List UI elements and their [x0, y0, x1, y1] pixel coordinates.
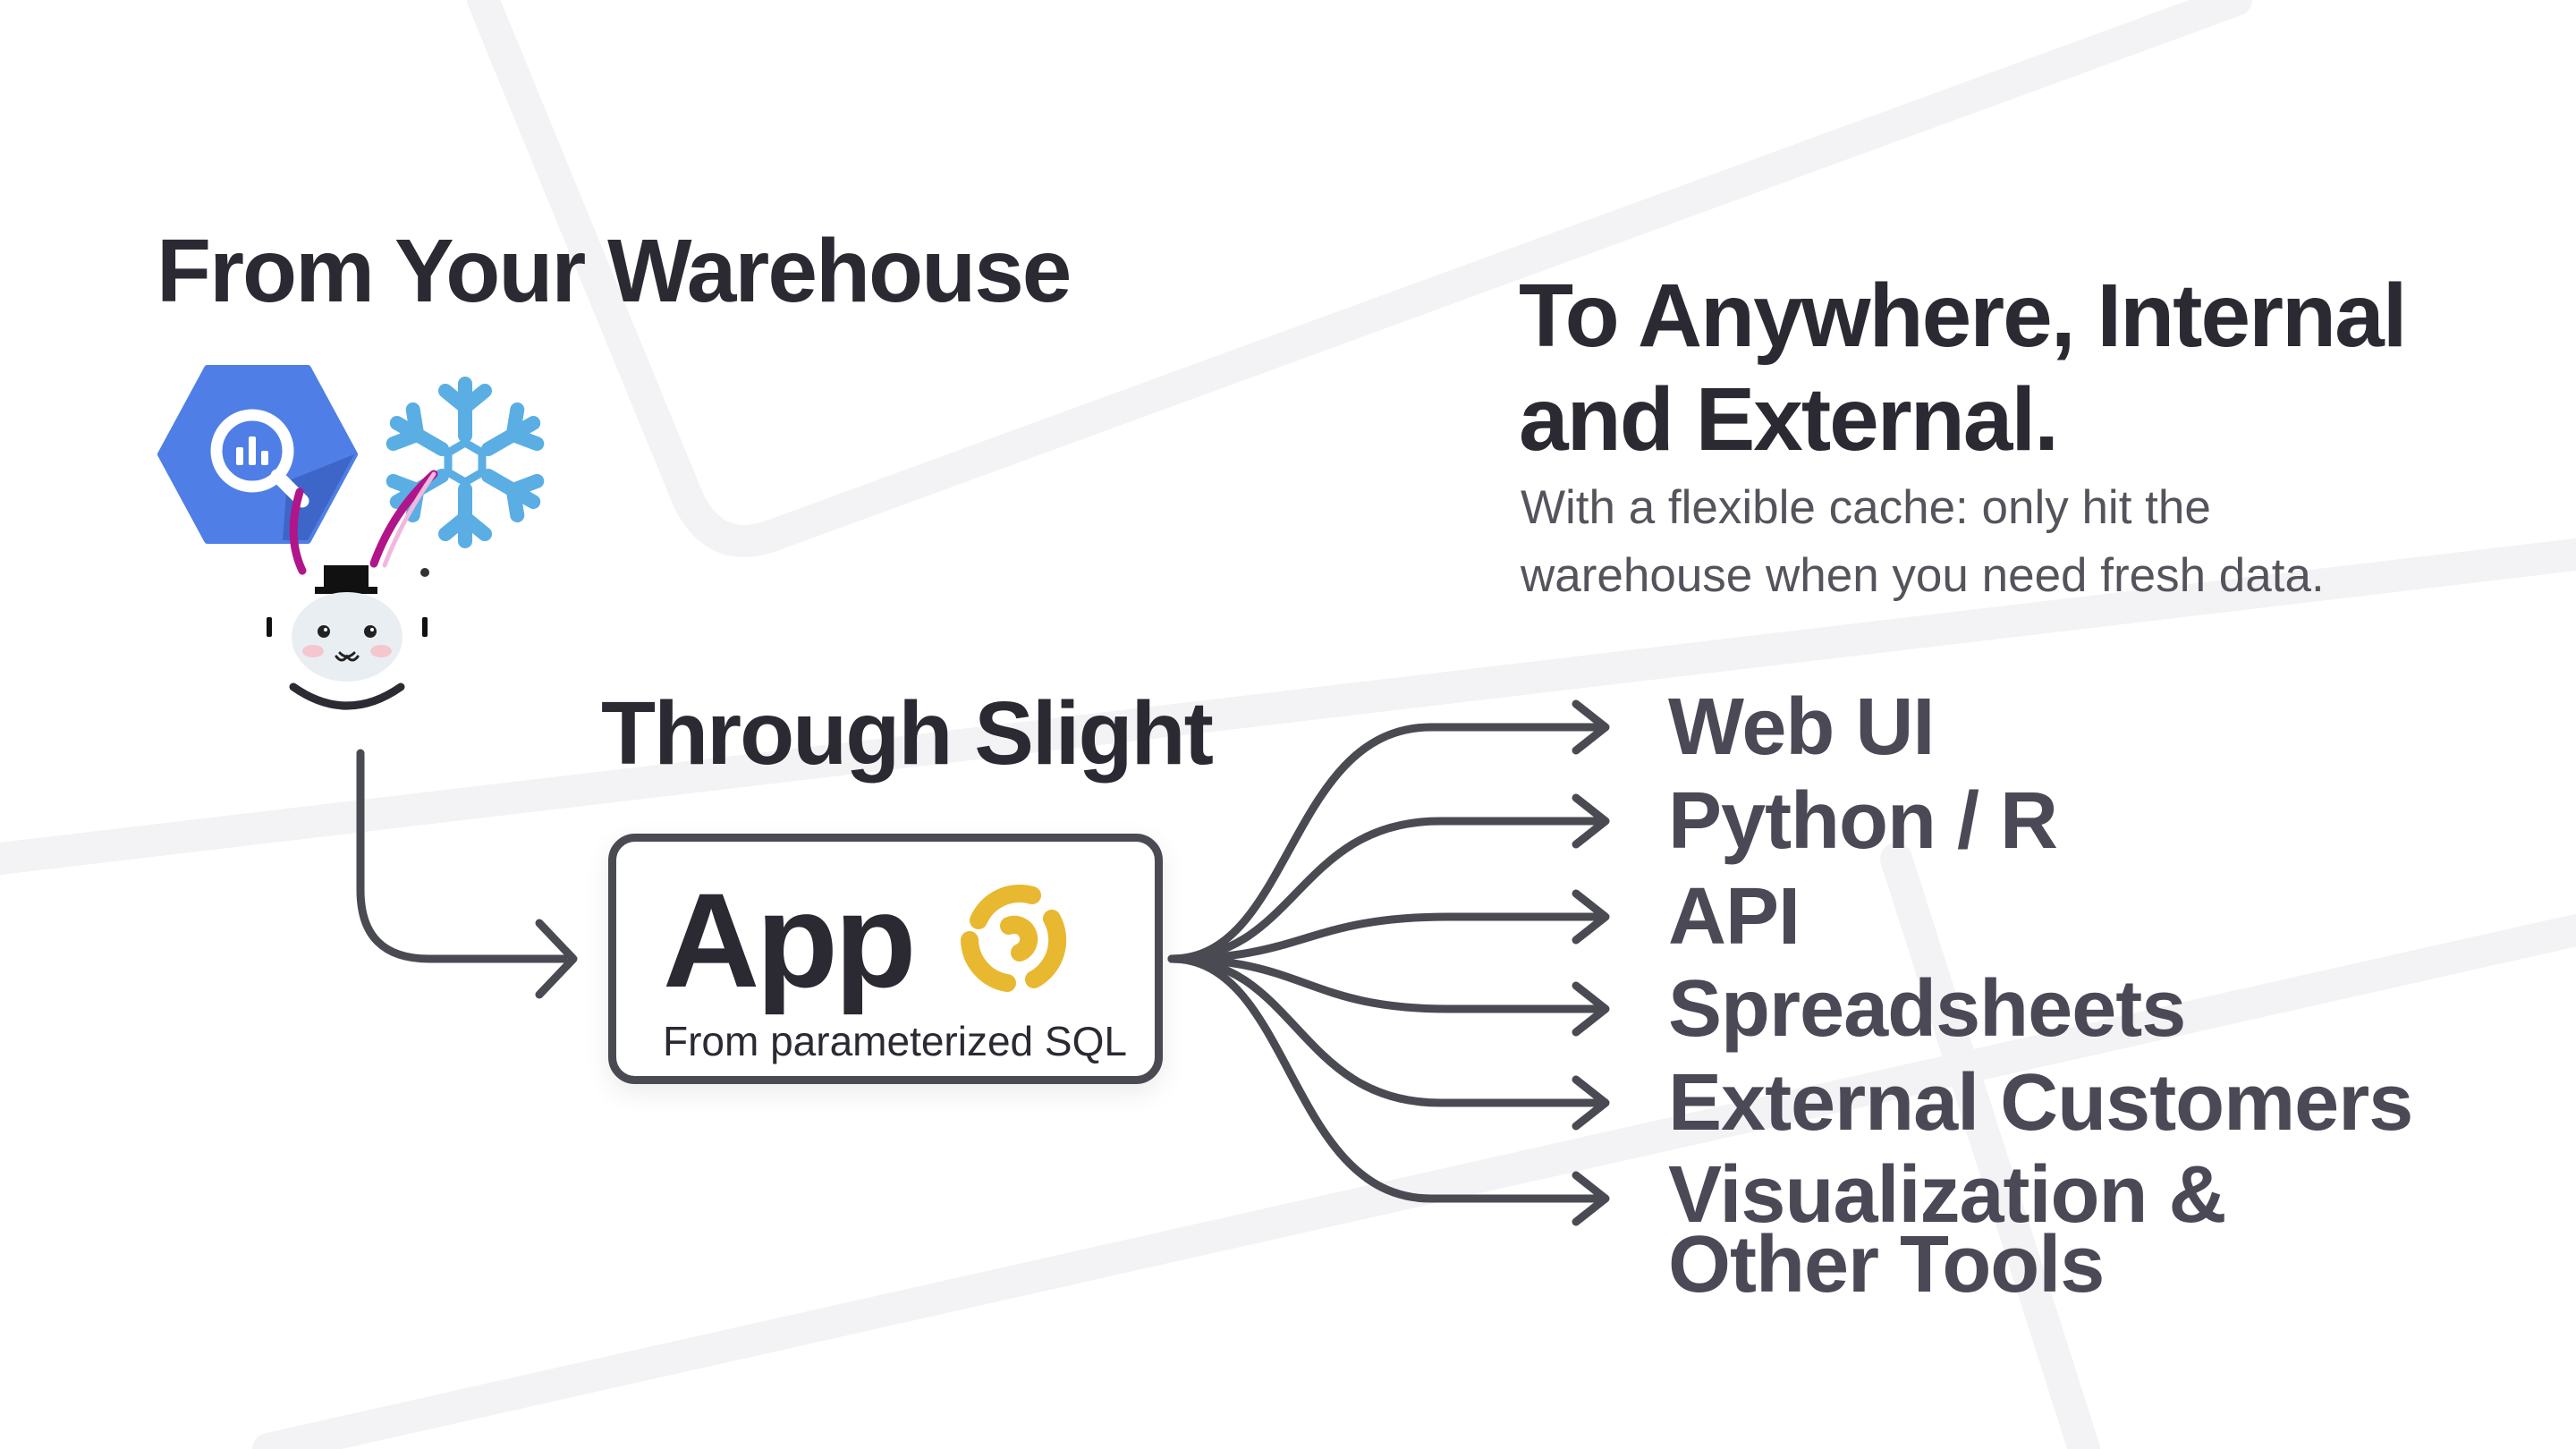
arrowhead-web-ui — [1572, 699, 1610, 755]
destination-python-r: Python / R — [1668, 776, 2058, 866]
destination-spreadsheets: Spreadsheets — [1668, 964, 2186, 1054]
arrowhead-api — [1572, 889, 1610, 945]
branch-visualization — [1167, 954, 1606, 1203]
bigquery-icon — [157, 365, 358, 544]
branch-external-customers — [1167, 954, 1606, 1107]
arrowhead-external-customers — [1572, 1075, 1610, 1131]
warehouse-to-app-arrow — [356, 749, 568, 963]
heading-from-warehouse: From Your Warehouse — [157, 221, 1072, 321]
branch-spreadsheets — [1167, 954, 1606, 1013]
heading-to-line-1: To Anywhere, Internal — [1519, 266, 2407, 366]
branch-python-r — [1167, 817, 1606, 963]
heading-to-line-2: and External. — [1519, 369, 2059, 470]
subtitle-line-2: warehouse when you need fresh data. — [1521, 549, 2325, 602]
warehouse-to-app-arrowhead — [535, 919, 578, 999]
slight-logo-icon — [961, 885, 1067, 992]
branch-web-ui — [1167, 723, 1606, 963]
destination-web-ui: Web UI — [1668, 682, 1935, 772]
arrowhead-python-r — [1572, 793, 1610, 849]
branch-api — [1167, 912, 1606, 963]
destination-api: API — [1668, 872, 1801, 962]
subtitle-line-1: With a flexible cache: only hit the — [1521, 481, 2211, 534]
heading-through-slight: Through Slight — [601, 683, 1214, 784]
heading-to-anywhere: To Anywhere, Internal and External. — [1519, 264, 2407, 471]
app-subtitle: From parameterized SQL — [663, 1018, 1127, 1064]
destination-visualization: Visualization & — [1668, 1150, 2226, 1240]
arrowhead-visualization — [1572, 1171, 1610, 1226]
app-box: App From parameterized SQL — [608, 834, 1163, 1084]
mascot-icon — [267, 470, 438, 710]
destination-other-tools: Other Tools — [1668, 1220, 2105, 1309]
subtitle-cache: With a flexible cache: only hit the ware… — [1521, 474, 2325, 610]
app-title: App — [663, 865, 917, 1015]
destination-external-customers: External Customers — [1668, 1058, 2413, 1148]
arrowhead-spreadsheets — [1572, 981, 1610, 1037]
